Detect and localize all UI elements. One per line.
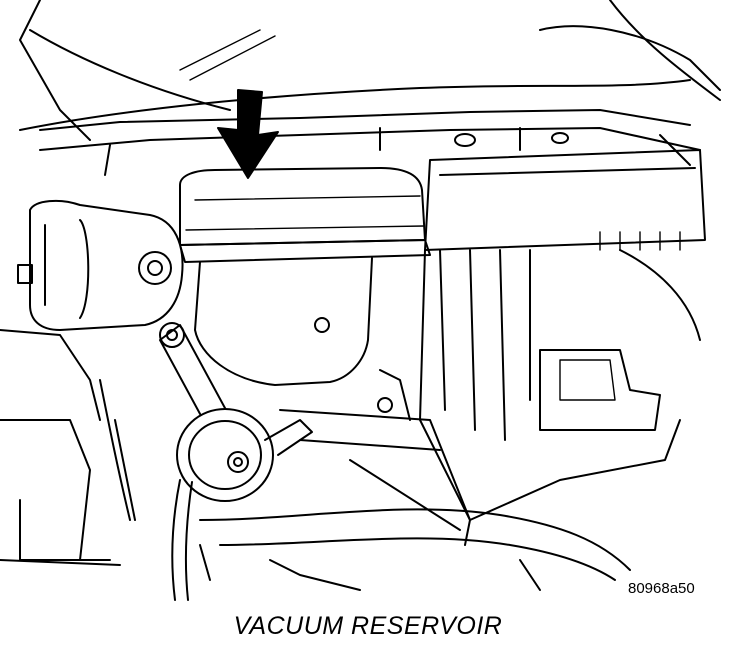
windshield-outline [19,0,721,141]
vacuum-reservoir [179,167,431,386]
figure-caption: VACUUM RESERVOIR [233,612,503,640]
crossmember [199,508,631,591]
cowl-panel [39,109,701,176]
engine-mount-bracket [17,199,184,331]
indicator-arrow [217,89,279,179]
hvac-housing [419,149,706,521]
lower-body-structure [0,329,136,566]
vacuum-check-valve [176,408,313,502]
figure-reference-code: 80968a50 [628,580,695,597]
vacuum-hose [99,379,193,601]
lower-tray [279,369,471,546]
